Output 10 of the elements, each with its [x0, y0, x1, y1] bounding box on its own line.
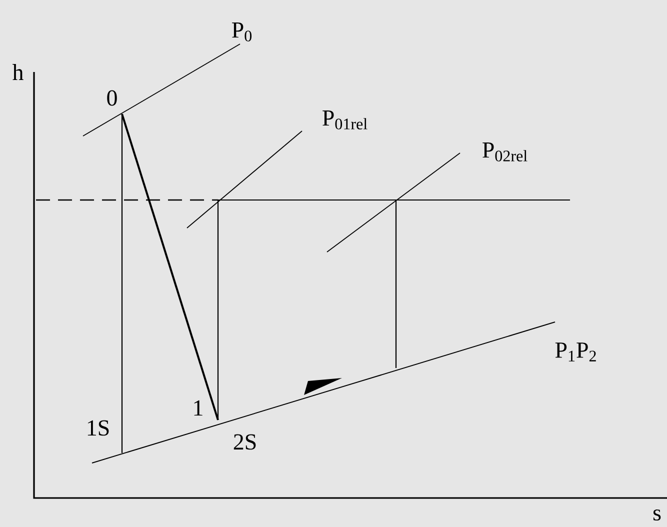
state-label: P$_{0}$: [232, 22, 252, 42]
state-label: 2S: [234, 434, 256, 450]
state-label: P$_{1}$P$_{2}$: [555, 342, 596, 362]
state-label: P$_{02rel}$: [482, 142, 528, 162]
state-label: 1: [194, 400, 202, 416]
state-label: 1S: [88, 420, 109, 436]
axis-label: h: [12, 64, 24, 80]
axis-label: s: [653, 509, 661, 520]
state-label: P$_{01rel}$: [322, 110, 368, 130]
state-label: 0: [107, 90, 117, 106]
